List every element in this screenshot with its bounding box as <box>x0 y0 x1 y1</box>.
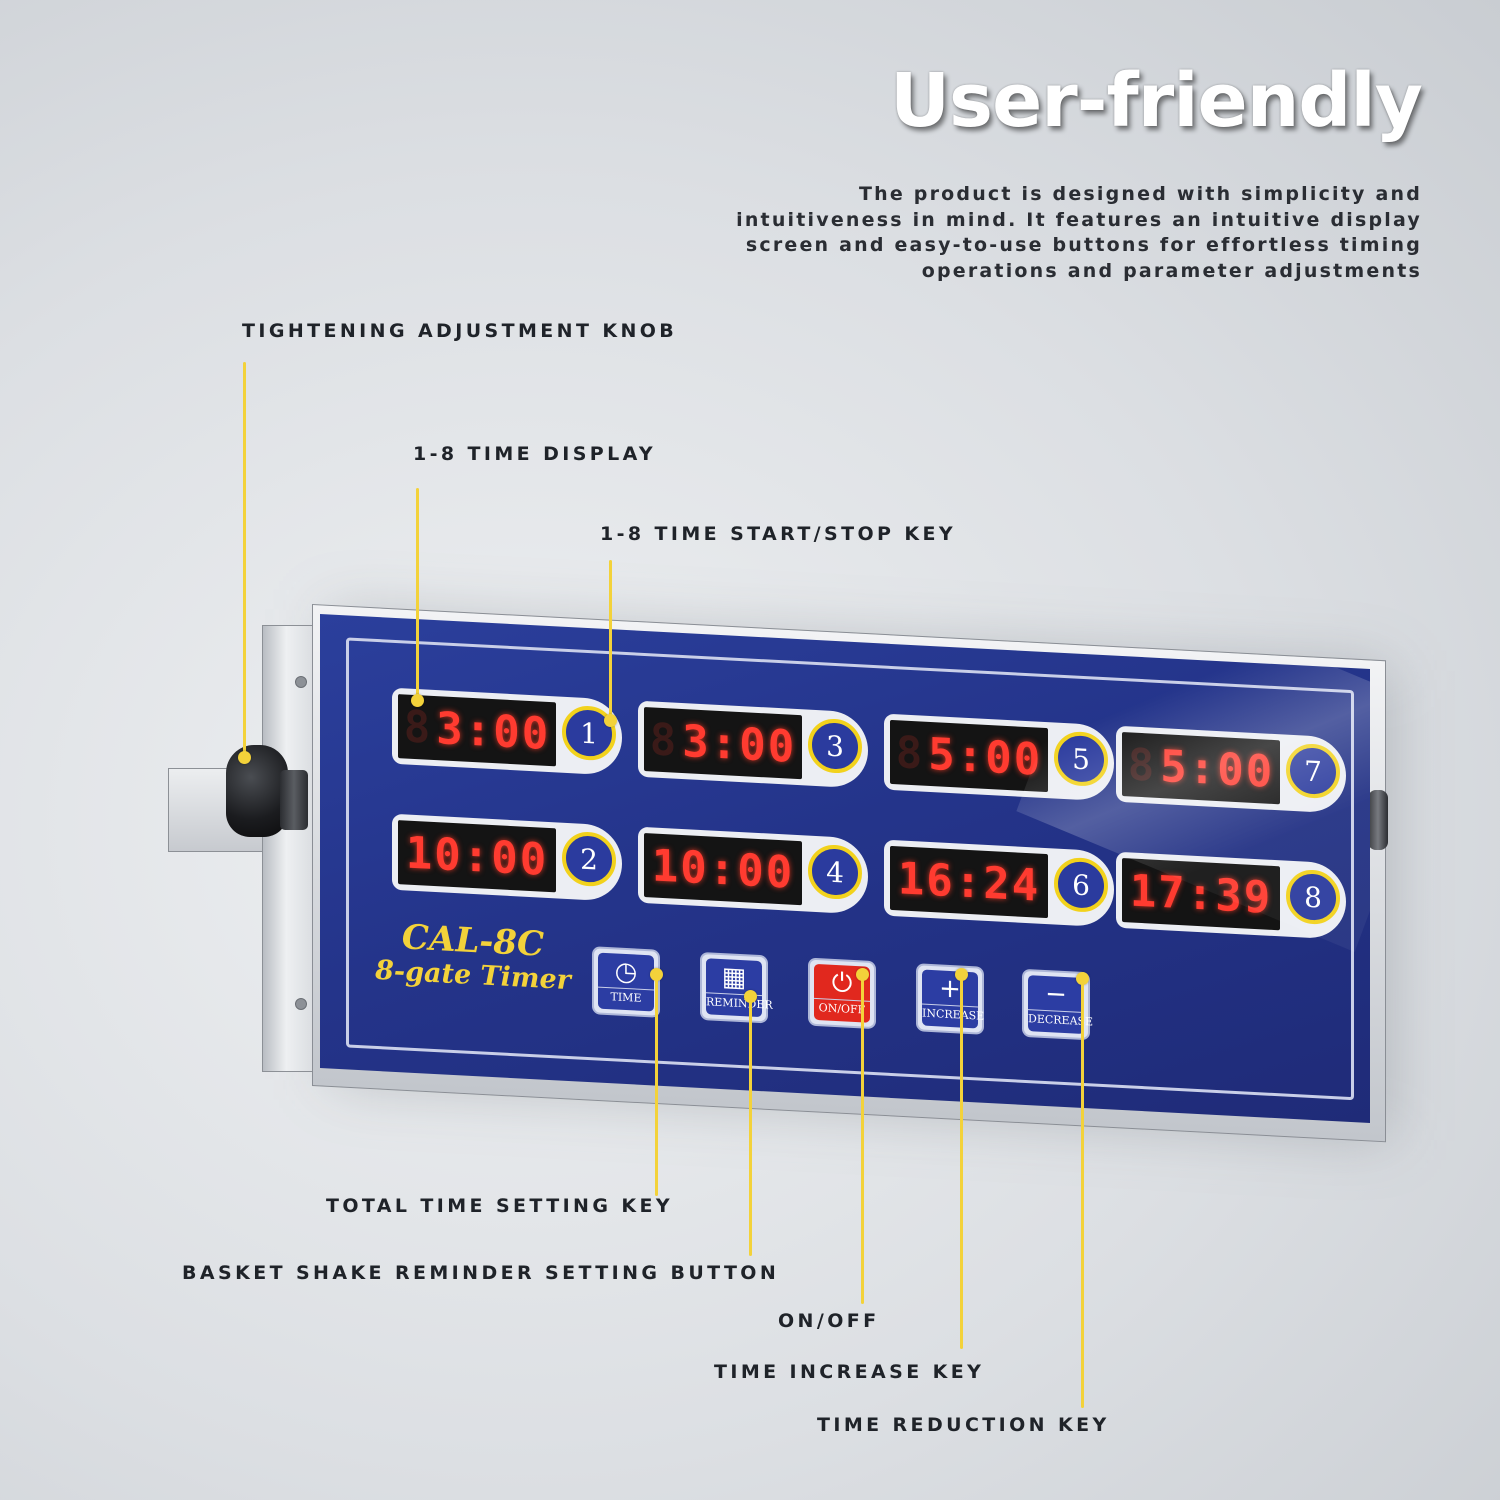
start-stop-key-5[interactable]: 5 <box>1054 730 1108 788</box>
screw-icon <box>295 676 307 688</box>
callout-onoff: ON/OFF <box>778 1310 880 1332</box>
knob-leader-line <box>243 362 246 757</box>
time-value: 10:00 <box>651 839 795 899</box>
time-value: 3:00 <box>436 702 551 760</box>
key-face: ◷ TIME <box>598 952 654 1012</box>
key-face: + INCREASE <box>922 969 984 1029</box>
time-display: 16:24 <box>890 845 1048 919</box>
increase-leader-line <box>960 974 963 1349</box>
reminder-key[interactable]: ▦ REMINDER <box>700 951 773 1024</box>
key-label: DECREASE <box>1028 1009 1093 1029</box>
callout-total-time: TOTAL TIME SETTING KEY <box>326 1195 674 1217</box>
display-leader-line <box>416 488 419 700</box>
gate-number: 4 <box>826 855 844 889</box>
gate-number: 7 <box>1304 754 1322 789</box>
callout-display: 1-8 TIME DISPLAY <box>413 443 657 465</box>
startstop-leader-line <box>609 560 612 720</box>
reduction-leader-line <box>1081 978 1084 1408</box>
time-key[interactable]: ◷ TIME <box>592 946 660 1018</box>
display-leader-dot <box>411 694 424 707</box>
time-display: 10:00 <box>398 820 556 893</box>
start-stop-key-6[interactable]: 6 <box>1054 856 1108 914</box>
timer-gate-8: 17:39 8 <box>1116 851 1346 940</box>
description-text: The product is designed with simplicity … <box>736 183 1422 282</box>
timer-gate-2: 10:00 2 <box>392 813 622 902</box>
callout-knob: TIGHTENING ADJUSTMENT KNOB <box>242 320 678 342</box>
page-title: User-friendly <box>889 58 1423 144</box>
key-label: TIME <box>598 986 654 1006</box>
time-display: 17:39 <box>1122 858 1280 931</box>
start-stop-key-4[interactable]: 4 <box>808 843 862 901</box>
onoff-leader-line <box>861 974 864 1304</box>
right-screw-icon <box>1368 790 1388 850</box>
startstop-leader-dot <box>604 714 617 727</box>
time-value: 17:39 <box>1129 864 1273 924</box>
timer-gate-4: 10:00 4 <box>638 826 868 915</box>
screw-icon <box>295 998 307 1010</box>
gate-number: 6 <box>1072 867 1090 902</box>
timer-gate-6: 16:24 6 <box>884 839 1114 928</box>
time-value: 10:00 <box>405 826 549 886</box>
knob-thread <box>280 770 308 830</box>
minus-icon: − <box>1045 979 1067 1011</box>
callout-startstop: 1-8 TIME START/STOP KEY <box>600 523 957 545</box>
gate-number: 1 <box>580 716 598 751</box>
knob-leader-dot <box>238 751 251 764</box>
gate-number: 5 <box>1072 741 1090 776</box>
gate-number: 2 <box>580 842 598 877</box>
start-stop-key-8[interactable]: 8 <box>1286 868 1340 926</box>
key-face: − DECREASE <box>1028 975 1093 1035</box>
start-stop-key-3[interactable]: 3 <box>808 717 862 775</box>
callout-reduction: TIME REDUCTION KEY <box>817 1414 1110 1436</box>
time-display: 10:00 <box>644 832 802 906</box>
start-stop-key-7[interactable]: 7 <box>1286 742 1340 800</box>
clock-icon: ◷ <box>614 956 638 988</box>
callout-reminder: BASKET SHAKE REMINDER SETTING BUTTON <box>182 1262 780 1284</box>
time-value: 3:00 <box>682 715 797 773</box>
total-time-leader-line <box>655 974 658 1196</box>
start-stop-key-2[interactable]: 2 <box>562 830 616 888</box>
time-value: 5:00 <box>928 728 1043 786</box>
time-value: 16:24 <box>897 852 1041 912</box>
reminder-leader-line <box>749 996 752 1256</box>
tightening-knob[interactable] <box>226 745 288 837</box>
callout-increase: TIME INCREASE KEY <box>714 1361 985 1383</box>
plus-icon: + <box>939 973 961 1005</box>
key-face: ▦ REMINDER <box>706 958 773 1018</box>
key-label: INCREASE <box>922 1003 984 1023</box>
time-value: 5:00 <box>1160 740 1275 798</box>
brand-label: CAL-8C 8-gate Timer <box>368 917 578 998</box>
gate-number: 8 <box>1304 880 1322 915</box>
increase-key[interactable]: + INCREASE <box>916 963 984 1035</box>
gate-number: 3 <box>826 729 844 763</box>
basket-icon: ▦ <box>721 962 747 994</box>
